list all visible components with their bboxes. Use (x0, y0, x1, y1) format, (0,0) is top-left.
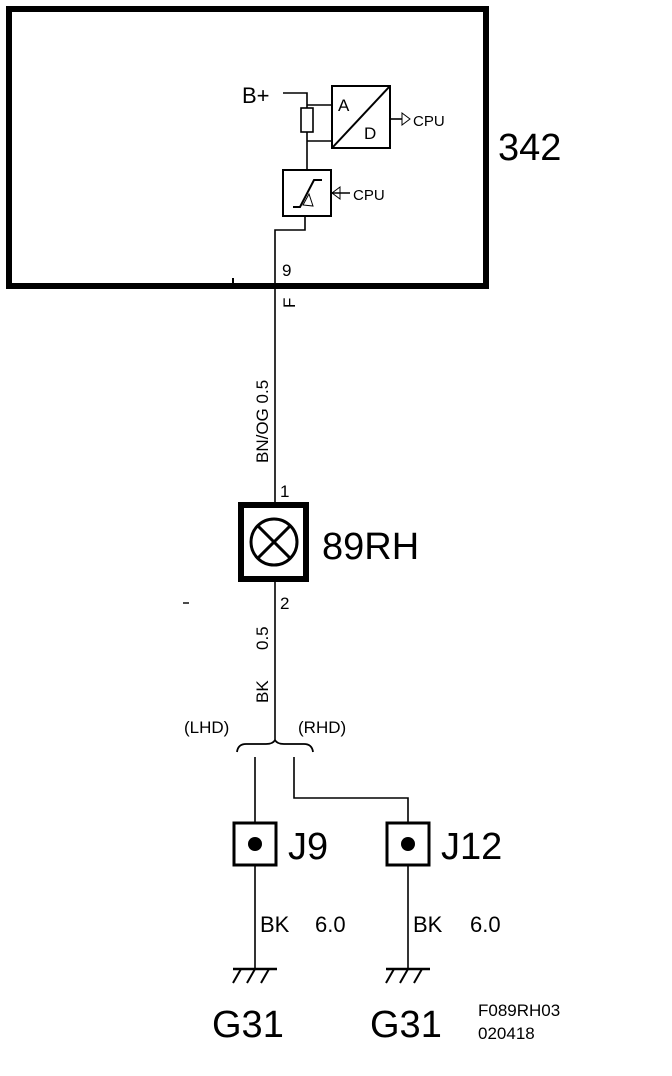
switch-arrow-icon (302, 192, 314, 207)
j12-splice-dot (401, 837, 415, 851)
j12-label: J12 (441, 826, 502, 868)
j9-ground-label: G31 (212, 1004, 284, 1046)
module-id-label: 342 (498, 127, 561, 169)
switch-input-label: CPU (353, 187, 385, 204)
switch-output-wire (274, 216, 306, 286)
lower-wire-color: BK (253, 680, 272, 703)
j9-label: J9 (288, 826, 328, 868)
module-342-box (6, 6, 489, 289)
supply-wire (283, 92, 308, 108)
branch-brace-right (274, 739, 314, 753)
switch-symbol (293, 179, 322, 208)
branch-right-label: (RHD) (298, 718, 346, 737)
j12-wire-color: BK (413, 912, 443, 937)
j12-upper-wire (293, 757, 409, 823)
lamp-x-2 (256, 524, 292, 560)
j12-wire-size: 6.0 (470, 912, 501, 937)
j9-splice-dot (248, 837, 262, 851)
upper-wire-size: 0.5 (253, 380, 272, 404)
resistor (300, 107, 314, 133)
lamp-pin-top: 1 (280, 482, 289, 501)
adc-output-label: CPU (413, 113, 445, 130)
adc-diagonal (331, 85, 391, 149)
j12-ground-label: G31 (370, 1004, 442, 1046)
supply-label: B+ (242, 83, 270, 108)
module-pin-label: 9 (282, 261, 291, 280)
j12-ground-hatch-3 (413, 968, 423, 984)
j9-ground-hatch-2 (246, 968, 256, 984)
j9-wire-color: BK (260, 912, 290, 937)
upper-wire-label: BN/OG 0.5 (253, 380, 272, 463)
j9-wire-size: 6.0 (315, 912, 346, 937)
lamp-id-label: 89RH (322, 526, 419, 568)
branch-brace-left (236, 739, 276, 753)
adc-output-arrow-icon (401, 112, 411, 126)
lamp-box (238, 502, 309, 582)
lamp-pin-bottom: 2 (280, 594, 289, 613)
module-connector-label: F (280, 298, 299, 308)
j9-ground-hatch-1 (232, 968, 242, 984)
j12-ground-hatch-1 (385, 968, 395, 984)
branch-left-label: (LHD) (184, 718, 229, 737)
upper-wire-color: BN/OG (253, 408, 272, 463)
figure-date: 020418 (478, 1024, 535, 1043)
switch-input-arrow-icon (331, 186, 341, 200)
j9-ground-hatch-3 (260, 968, 270, 984)
adc-label-a: A (338, 96, 350, 115)
figure-code: F089RH03 (478, 1001, 560, 1020)
lower-wire-size: 0.5 (253, 626, 272, 650)
adc-box (331, 85, 391, 149)
switch-box (282, 169, 332, 217)
adc-label-d: D (364, 124, 376, 143)
j12-ground-hatch-2 (399, 968, 409, 984)
